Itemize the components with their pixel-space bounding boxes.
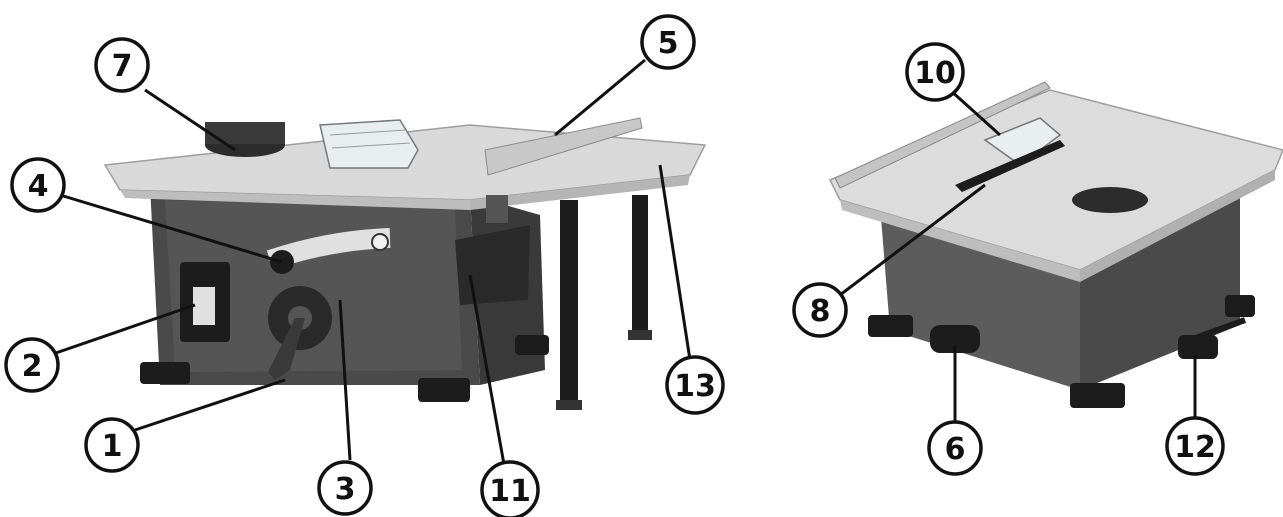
callout-label-6: 6 <box>945 432 966 467</box>
leader-11 <box>468 274 507 471</box>
callout-2: 2 <box>4 337 60 393</box>
rear-handle <box>1178 335 1218 359</box>
extension-edge <box>470 175 690 210</box>
leader-3 <box>338 299 352 461</box>
callout-13: 13 <box>665 355 725 415</box>
callout-label-2: 2 <box>22 349 43 384</box>
rear-mitre-gauge <box>1072 187 1148 213</box>
leader-1 <box>134 378 286 432</box>
callout-1: 1 <box>84 417 140 473</box>
table-edge <box>120 190 470 210</box>
rear-foot-left <box>868 315 913 337</box>
extension-leg-rear-foot <box>628 330 652 340</box>
callout-label-8: 8 <box>810 294 831 329</box>
rear-table-edge-left <box>840 200 1080 282</box>
callout-label-4: 4 <box>28 169 49 204</box>
fence-knob <box>486 195 508 223</box>
rear-handle-bar <box>1188 317 1247 343</box>
callout-label-12: 12 <box>1174 430 1216 465</box>
leader-13 <box>658 164 692 361</box>
rear-foot-right <box>1225 295 1255 317</box>
leader-lines <box>49 58 1197 471</box>
callout-label-3: 3 <box>335 472 356 507</box>
callout-label-13: 13 <box>674 369 716 404</box>
rear-table-edge-right <box>1080 170 1275 282</box>
rear-foot-front <box>1070 383 1125 408</box>
mitre-gauge-body <box>205 122 285 144</box>
callout-label-5: 5 <box>658 26 679 61</box>
foot-right <box>418 378 470 402</box>
leader-4 <box>59 193 283 264</box>
callout-11: 11 <box>480 460 540 517</box>
callout-4: 4 <box>10 157 66 213</box>
callout-10: 10 <box>905 42 965 102</box>
leader-8 <box>839 183 986 297</box>
callout-8: 8 <box>792 282 848 338</box>
side-bracket <box>455 225 530 305</box>
callouts: 1 2 3 4 5 6 7 8 <box>4 14 1225 517</box>
power-switch <box>193 287 215 325</box>
callout-3: 3 <box>317 460 373 516</box>
riving-knife <box>955 140 1065 192</box>
left-saw <box>103 117 707 410</box>
callout-5: 5 <box>640 14 696 70</box>
right-saw <box>828 81 1283 408</box>
dust-port <box>930 325 980 353</box>
leader-10 <box>948 88 1002 137</box>
callout-label-1: 1 <box>102 429 123 464</box>
rip-fence <box>484 117 643 176</box>
extension-leg-rear <box>632 195 648 335</box>
bevel-scale-screw <box>371 233 389 251</box>
rear-blade-guard <box>983 117 1062 166</box>
callout-label-10: 10 <box>914 56 956 91</box>
guard-rib-2 <box>331 142 411 149</box>
leader-5 <box>554 58 646 137</box>
leader-7 <box>144 88 236 152</box>
guard-rib-1 <box>329 129 406 136</box>
blade-guard <box>319 119 419 169</box>
leader-2 <box>49 303 196 357</box>
callout-label-11: 11 <box>489 474 531 509</box>
callout-12: 12 <box>1165 416 1225 476</box>
handwheel-crank <box>268 318 305 380</box>
foot-left <box>140 362 190 384</box>
callout-7: 7 <box>94 37 150 93</box>
extension-leg-front <box>560 200 578 410</box>
callout-6: 6 <box>927 420 983 476</box>
callout-label-7: 7 <box>112 49 133 84</box>
foot-rear <box>515 335 549 355</box>
extension-leg-front-foot <box>556 400 582 410</box>
